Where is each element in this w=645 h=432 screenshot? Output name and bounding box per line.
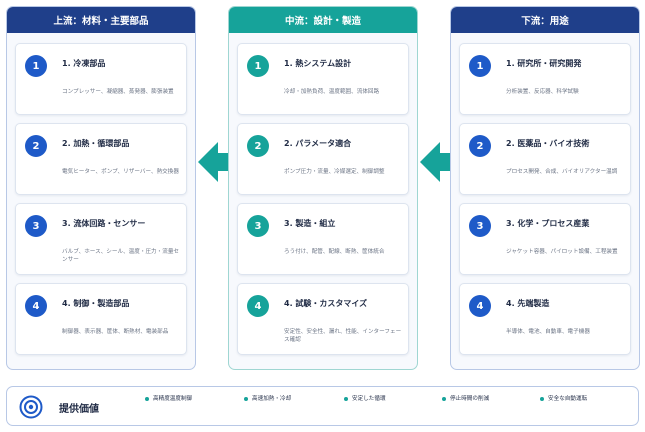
midstream-card-3: 3 3. 製造・組立 ろう付け、配管、配線、断熱、筐体統合	[237, 203, 409, 275]
card-description: バルブ、ホース、シール、温度・圧力・流量センサー	[62, 249, 180, 263]
card-title: 1. 冷凍部品	[62, 59, 106, 68]
card-description: 冷却・加熱負荷、温度範囲、流体回路	[284, 89, 380, 95]
midstream-header: 中流：設計・製造	[229, 7, 417, 33]
downstream-card-3: 3 3. 化学・プロセス産業 ジャケット容器、パイロット設備、工程装置	[459, 203, 631, 275]
number-badge: 3	[247, 215, 269, 237]
upstream-card-4: 4 4. 制御・製造部品 制御器、表示器、筐体、断熱材、電装部品	[15, 283, 187, 355]
upstream-card-1: 1 1. 冷凍部品 コンプレッサー、凝縮器、蒸発器、膨張装置	[15, 43, 187, 115]
midstream-column: 中流：設計・製造 1 1. 熱システム設計 冷却・加熱負荷、温度範囲、流体回路 …	[228, 6, 418, 370]
card-description: ポンプ圧力・流量、冷媒選定、制御調整	[284, 169, 385, 175]
downstream-card-2: 2 2. 医薬品・バイオ技術 プロセス開発、合成、バイオリアクター温調	[459, 123, 631, 195]
card-description: 安定性、安全性、漏れ、性能、インターフェース確認	[284, 329, 402, 343]
downstream-column: 下流：用途 1 1. 研究所・研究開発 分析装置、反応器、科学試験 2 2. 医…	[450, 6, 640, 370]
number-badge: 1	[25, 55, 47, 77]
number-badge: 4	[25, 295, 47, 317]
number-badge: 2	[469, 135, 491, 157]
upstream-column: 上流：材料・主要部品 1 1. 冷凍部品 コンプレッサー、凝縮器、蒸発器、膨張装…	[6, 6, 196, 370]
card-title: 4. 試験・カスタマイズ	[284, 299, 368, 308]
number-badge: 1	[247, 55, 269, 77]
number-badge: 3	[469, 215, 491, 237]
value-item: 安全な自動運転	[548, 396, 588, 402]
value-item: 高精度温度制御	[153, 396, 193, 402]
card-description: プロセス開発、合成、バイオリアクター温調	[506, 169, 618, 175]
card-title: 1. 研究所・研究開発	[506, 59, 582, 68]
downstream-header: 下流：用途	[451, 7, 639, 33]
upstream-card-2: 2 2. 加熱・循環部品 電気ヒーター、ポンプ、リザーバー、熱交換器	[15, 123, 187, 195]
value-item: 停止時間の削減	[450, 396, 490, 402]
card-title: 3. 化学・プロセス産業	[506, 219, 590, 228]
card-title: 3. 流体回路・センサー	[62, 219, 146, 228]
card-description: コンプレッサー、凝縮器、蒸発器、膨張装置	[62, 89, 174, 95]
midstream-card-1: 1 1. 熱システム設計 冷却・加熱負荷、温度範囲、流体回路	[237, 43, 409, 115]
upstream-header: 上流：材料・主要部品	[7, 7, 195, 33]
midstream-card-4: 4 4. 試験・カスタマイズ 安定性、安全性、漏れ、性能、インターフェース確認	[237, 283, 409, 355]
bullet-dot-icon	[145, 397, 149, 401]
number-badge: 2	[25, 135, 47, 157]
card-description: 電気ヒーター、ポンプ、リザーバー、熱交換器	[62, 169, 179, 175]
card-title: 2. パラメータ適合	[284, 139, 352, 148]
number-badge: 3	[25, 215, 47, 237]
bullet-dot-icon	[344, 397, 348, 401]
card-description: 分析装置、反応器、科学試験	[506, 89, 579, 95]
value-item: 安定した循環	[352, 396, 386, 402]
card-title: 2. 加熱・循環部品	[62, 139, 130, 148]
bullet-dot-icon	[244, 397, 248, 401]
card-description: ろう付け、配管、配線、断熱、筐体統合	[284, 249, 385, 255]
number-badge: 4	[469, 295, 491, 317]
midstream-card-2: 2 2. パラメータ適合 ポンプ圧力・流量、冷媒選定、制御調整	[237, 123, 409, 195]
card-description: ジャケット容器、パイロット設備、工程装置	[506, 249, 618, 255]
card-title: 2. 医薬品・バイオ技術	[506, 139, 590, 148]
card-title: 4. 先端製造	[506, 299, 550, 308]
bullet-dot-icon	[442, 397, 446, 401]
number-badge: 1	[469, 55, 491, 77]
card-description: 半導体、電池、自動車、電子機器	[506, 329, 590, 335]
upstream-card-3: 3 3. 流体回路・センサー バルブ、ホース、シール、温度・圧力・流量センサー	[15, 203, 187, 275]
card-title: 1. 熱システム設計	[284, 59, 352, 68]
card-title: 3. 製造・組立	[284, 219, 336, 228]
downstream-card-4: 4 4. 先端製造 半導体、電池、自動車、電子機器	[459, 283, 631, 355]
number-badge: 2	[247, 135, 269, 157]
value-item: 高速加熱・冷却	[252, 396, 292, 402]
card-description: 制御器、表示器、筐体、断熱材、電装部品	[62, 329, 169, 335]
bullet-dot-icon	[540, 397, 544, 401]
arrow-left-icon	[420, 142, 462, 182]
number-badge: 4	[247, 295, 269, 317]
arrow-left-icon	[198, 142, 240, 182]
card-title: 4. 制御・製造部品	[62, 299, 130, 308]
value-bar-title: 提供価値	[59, 404, 99, 415]
downstream-card-1: 1 1. 研究所・研究開発 分析装置、反応器、科学試験	[459, 43, 631, 115]
target-icon	[19, 395, 43, 419]
value-bar: 提供価値 高精度温度制御 高速加熱・冷却 安定した循環 停止時間の削減 安全な自…	[6, 386, 639, 426]
